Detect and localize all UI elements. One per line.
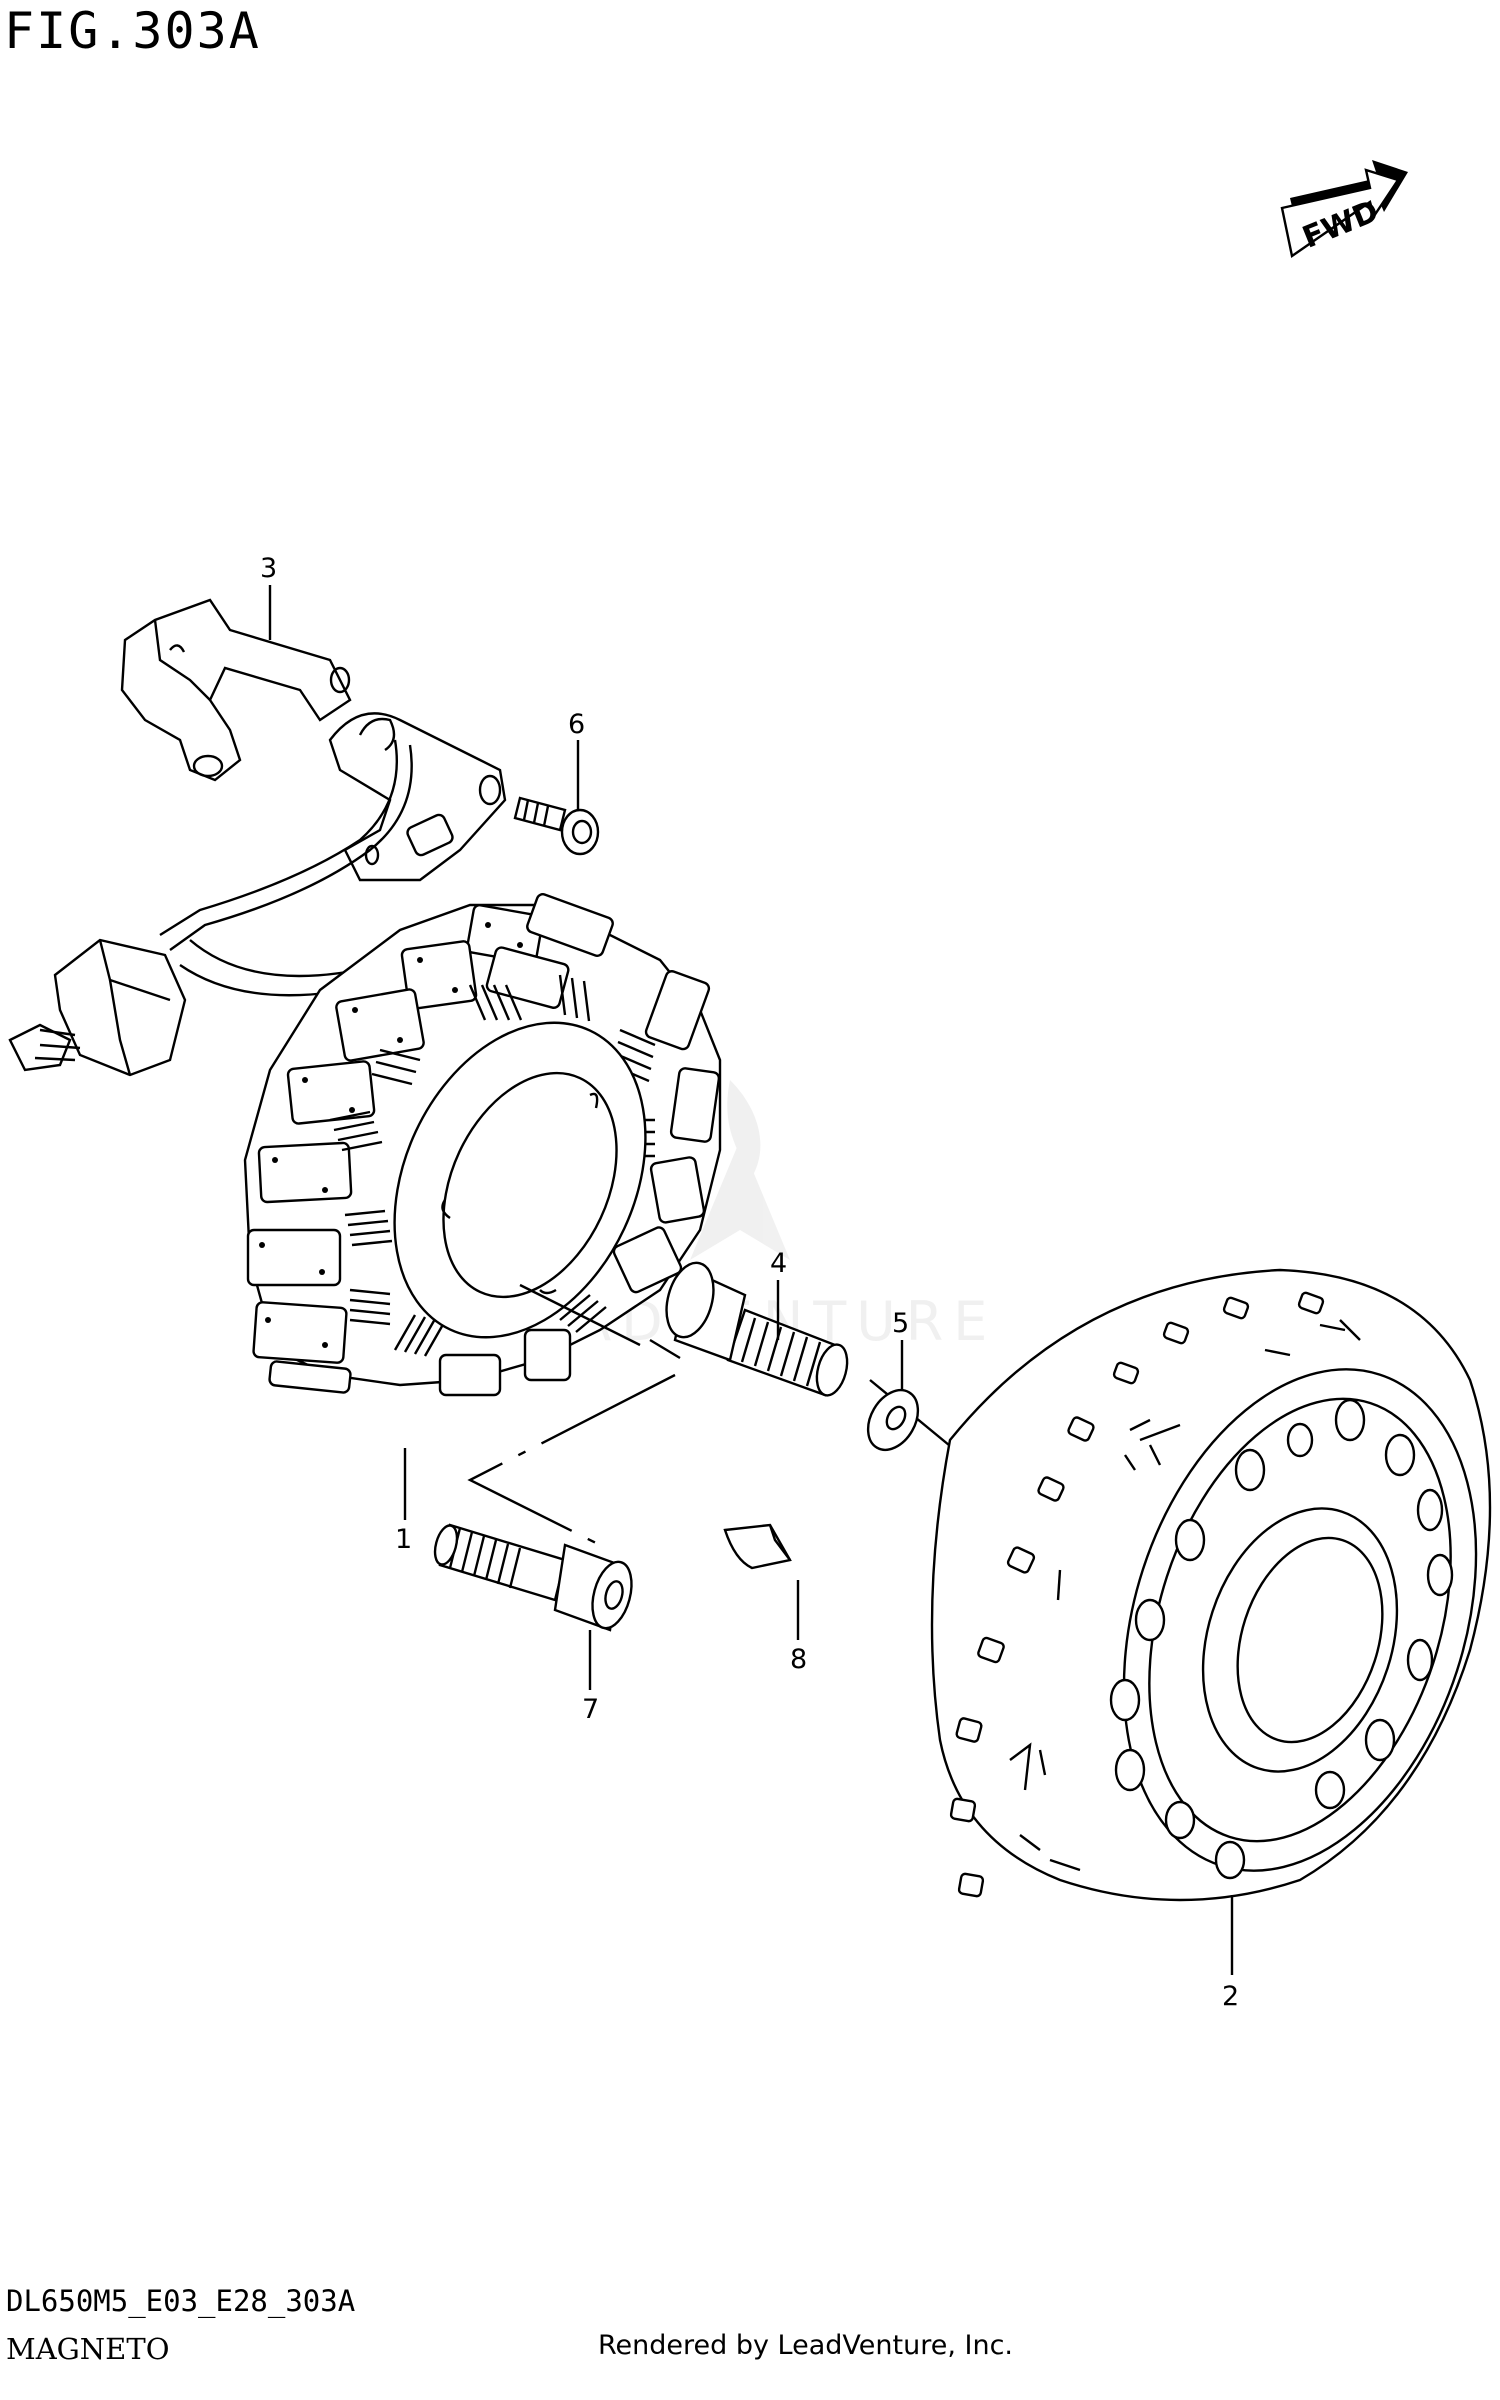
washer-part bbox=[866, 1388, 920, 1452]
long-bolt-part bbox=[433, 1523, 633, 1632]
render-credit: Rendered by LeadVenture, Inc. bbox=[598, 2330, 1014, 2361]
fwd-arrow-icon: FWD bbox=[1280, 160, 1408, 259]
bolt-part bbox=[665, 1261, 849, 1397]
wire-harness bbox=[8, 712, 507, 1077]
callout-leaders bbox=[268, 585, 1234, 1975]
callout-7: 7 bbox=[582, 1694, 599, 1725]
diagram-code: DL650M5_E03_E28_303A bbox=[6, 2284, 356, 2318]
callout-2: 2 bbox=[1222, 1981, 1239, 2012]
rotor-part bbox=[930, 1268, 1492, 1902]
callout-3: 3 bbox=[260, 553, 277, 584]
callout-labels: 3 6 1 4 5 7 8 2 bbox=[260, 553, 1239, 2012]
callout-1: 1 bbox=[395, 1524, 412, 1555]
callout-8: 8 bbox=[790, 1644, 807, 1675]
assembly-name: MAGNETO bbox=[6, 2332, 170, 2366]
stator-part bbox=[243, 893, 722, 1397]
callout-5: 5 bbox=[892, 1308, 909, 1339]
key-part bbox=[723, 1523, 792, 1570]
callout-6: 6 bbox=[568, 709, 585, 740]
figure-title: FIG.303A bbox=[4, 2, 261, 60]
screw-part bbox=[513, 796, 600, 856]
bracket-part bbox=[120, 598, 352, 782]
callout-4: 4 bbox=[770, 1248, 787, 1279]
